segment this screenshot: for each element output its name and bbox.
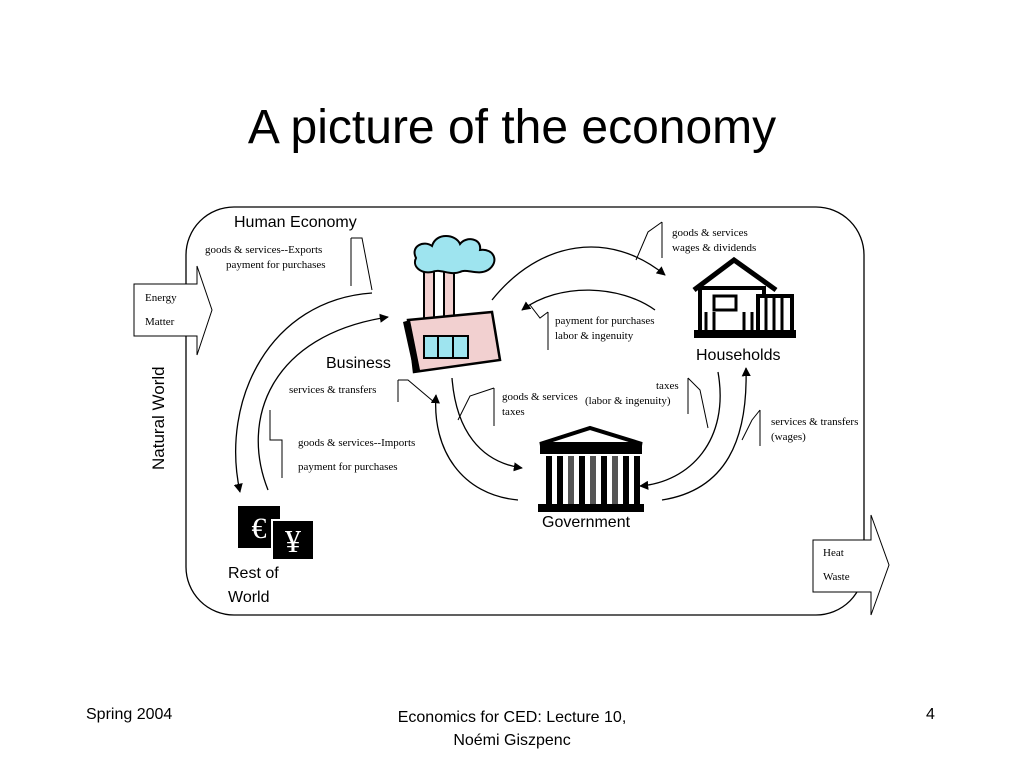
exports-label-line2: payment for purchases <box>226 259 326 271</box>
arrow-row-to-business <box>257 313 389 491</box>
energy-label: Energy <box>145 292 177 304</box>
government-label: Government <box>542 514 631 531</box>
government-building-icon <box>538 425 644 512</box>
taxes-label-line2: (labor & ingenuity) <box>585 395 671 407</box>
taxes-label-line1: taxes <box>656 380 679 392</box>
slide-title: A picture of the economy <box>247 101 777 154</box>
rest-of-world-label-line1: Rest of <box>228 565 279 582</box>
matter-label: Matter <box>145 316 175 328</box>
yen-symbol: ¥ <box>285 523 301 559</box>
arrow-government-to-households <box>661 367 751 501</box>
euro-symbol: € <box>252 512 267 545</box>
currency-icon: € ¥ <box>238 506 315 561</box>
household-spending-label-line2: labor & ingenuity <box>555 330 634 342</box>
heat-label: Heat <box>823 547 844 559</box>
factory-icon <box>403 235 502 374</box>
slide-number: 4 <box>926 706 935 723</box>
exports-label-line1: goods & services--Exports <box>205 244 323 256</box>
footer-date: Spring 2004 <box>86 706 173 723</box>
heat-waste-arrow <box>812 514 890 616</box>
callout-brackets <box>269 221 761 478</box>
arrow-business-to-row <box>233 292 373 493</box>
arrow-households-to-government <box>639 371 721 490</box>
household-income-label-line2: wages & dividends <box>672 242 757 254</box>
human-economy-boundary <box>185 206 865 616</box>
government-from-business-label-line2: taxes <box>502 406 525 418</box>
households-label: Households <box>696 347 781 364</box>
footer-course-line1: Economics for CED: Lecture 10, <box>397 709 627 726</box>
business-label: Business <box>326 355 391 372</box>
footer-course-line2: Noémi Giszpenc <box>453 732 571 749</box>
energy-matter-arrow <box>133 265 213 356</box>
rest-of-world-label-line2: World <box>228 589 270 606</box>
waste-label: Waste <box>823 571 850 583</box>
imports-label-line1: goods & services--Imports <box>298 437 416 449</box>
household-income-label-line1: goods & services <box>672 227 748 239</box>
arrow-business-to-households <box>491 246 666 301</box>
household-spending-label-line1: payment for purchases <box>555 315 655 327</box>
imports-label-line2: payment for purchases <box>298 461 398 473</box>
human-economy-label: Human Economy <box>234 214 357 231</box>
government-to-households-label-line1: services & transfers <box>771 416 859 428</box>
government-from-business-label-line1: goods & services <box>502 391 578 403</box>
arrow-households-to-business <box>521 289 656 311</box>
services-transfers-label: services & transfers <box>289 384 377 396</box>
arrow-government-to-business <box>430 394 519 501</box>
house-icon <box>692 256 796 338</box>
government-to-households-label-line2: (wages) <box>771 431 806 443</box>
arrow-business-to-government <box>451 377 523 472</box>
footer-course: Economics for CED: Lecture 10, Noémi Gis… <box>362 706 662 752</box>
natural-world-label: Natural World <box>149 366 168 470</box>
